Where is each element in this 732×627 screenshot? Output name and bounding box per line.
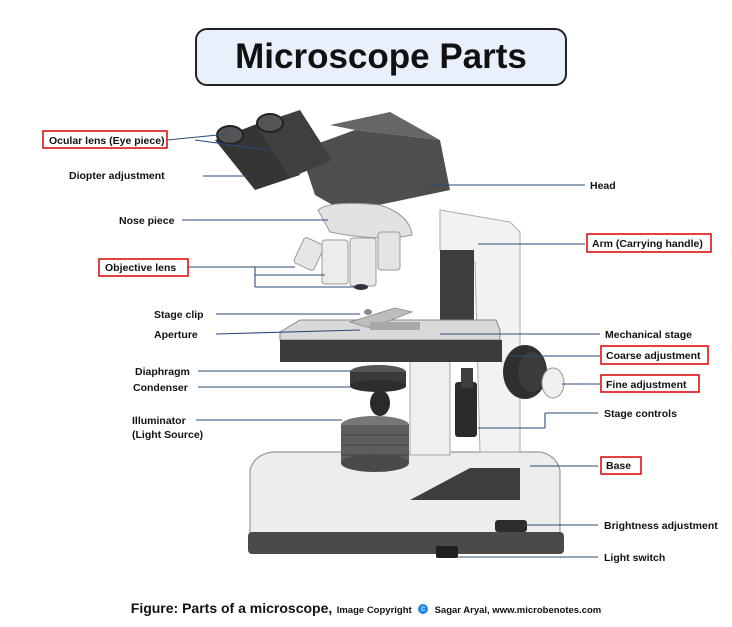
label-objective-lens: Objective lens bbox=[105, 262, 176, 274]
label-illuminator: Illuminator bbox=[132, 415, 186, 427]
highlight-boxes bbox=[42, 130, 712, 475]
label-head: Head bbox=[590, 180, 616, 192]
label-light-source: (Light Source) bbox=[132, 429, 203, 441]
illuminator-bottom bbox=[341, 454, 409, 472]
nose-piece-shape bbox=[317, 202, 413, 239]
box-coarse-adjustment bbox=[600, 345, 709, 365]
label-diopter-adjustment: Diopter adjustment bbox=[69, 170, 165, 182]
ocular-lens-right bbox=[256, 113, 284, 133]
caption-copyright-prefix: Image Copyright bbox=[336, 605, 412, 616]
figure-caption: Figure: Parts of a microscope, Image Cop… bbox=[0, 600, 732, 618]
objective-4 bbox=[377, 231, 401, 271]
lower-pillar bbox=[409, 349, 451, 456]
stage-controls-shape bbox=[455, 382, 477, 437]
mechanical-stage-bar bbox=[370, 322, 420, 330]
arm-slot bbox=[440, 250, 474, 330]
condenser-bottom bbox=[350, 380, 406, 392]
copyright-icon: c bbox=[418, 603, 429, 614]
box-ocular-lens bbox=[42, 130, 168, 149]
title-box: Microscope Parts bbox=[195, 28, 567, 86]
light-source bbox=[370, 390, 390, 416]
label-diaphragm: Diaphragm bbox=[135, 366, 190, 378]
label-light-switch: Light switch bbox=[604, 552, 665, 564]
box-objective-lens bbox=[98, 258, 189, 277]
stage-controls-upper bbox=[461, 368, 473, 388]
light-switch-shape bbox=[436, 546, 458, 558]
label-mechanical-stage: Mechanical stage bbox=[605, 329, 692, 341]
coarse-knob-inner bbox=[518, 352, 546, 392]
caption-main: Figure: Parts of a microscope, bbox=[130, 600, 333, 616]
label-stage-controls: Stage controls bbox=[604, 408, 677, 420]
label-fine-adjustment: Fine adjustment bbox=[606, 379, 687, 391]
box-fine-adjustment bbox=[600, 374, 700, 393]
stage-front bbox=[280, 340, 502, 362]
page-title: Microscope Parts bbox=[235, 37, 527, 76]
base-bottom bbox=[248, 532, 564, 554]
label-arm: Arm (Carrying handle) bbox=[592, 238, 703, 250]
label-condenser: Condenser bbox=[133, 382, 188, 394]
head-body bbox=[300, 130, 450, 212]
leader-lines bbox=[166, 133, 600, 558]
label-nose-piece: Nose piece bbox=[119, 215, 175, 227]
box-base bbox=[600, 456, 642, 475]
base-recess bbox=[410, 468, 520, 500]
box-arm bbox=[586, 233, 712, 253]
objective-1 bbox=[293, 237, 325, 271]
objective-2 bbox=[321, 239, 349, 285]
objective-3 bbox=[349, 237, 377, 287]
label-brightness-adjustment: Brightness adjustment bbox=[604, 520, 718, 532]
label-base: Base bbox=[606, 460, 631, 472]
fine-knob bbox=[541, 367, 565, 399]
part-labels: Ocular lens (Eye piece) Diopter adjustme… bbox=[49, 135, 718, 564]
stage-clip bbox=[348, 307, 414, 329]
head-top bbox=[330, 112, 440, 140]
label-aperture: Aperture bbox=[154, 329, 198, 341]
label-stage-clip: Stage clip bbox=[154, 309, 204, 321]
brightness-dial bbox=[495, 520, 527, 532]
label-coarse-adjustment: Coarse adjustment bbox=[606, 350, 701, 362]
caption-copyright-holder: Sagar Aryal, www.microbenotes.com bbox=[434, 605, 602, 616]
objective-lens-tip bbox=[354, 284, 368, 290]
microscope-illustration bbox=[215, 110, 565, 558]
label-ocular-lens: Ocular lens (Eye piece) bbox=[49, 135, 165, 147]
stage-knob bbox=[364, 309, 372, 315]
